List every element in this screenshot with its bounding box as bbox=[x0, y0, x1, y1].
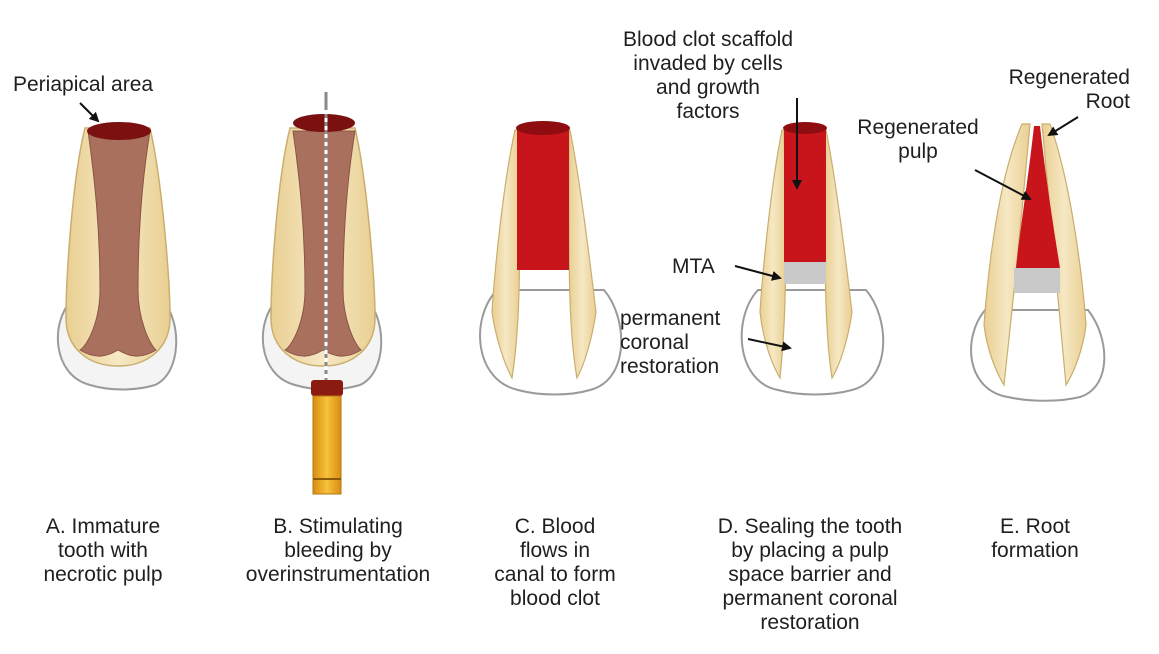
tooth-b bbox=[263, 92, 381, 494]
periapical-area bbox=[87, 122, 151, 140]
tooth-c bbox=[480, 121, 621, 395]
periapical-area bbox=[293, 114, 355, 132]
blood-clot-top bbox=[516, 121, 570, 135]
blood-clot-scaffold bbox=[784, 128, 826, 262]
caption-stage-a: A. Immature tooth with necrotic pulp bbox=[18, 515, 188, 587]
file-stopper bbox=[311, 380, 343, 396]
label-permanent-coronal-restoration: permanent coronal restoration bbox=[620, 307, 720, 379]
mta-barrier bbox=[784, 262, 826, 284]
label-mta: MTA bbox=[672, 255, 715, 279]
caption-stage-b: B. Stimulating bleeding by overinstrumen… bbox=[228, 515, 448, 587]
tooth-a bbox=[58, 122, 176, 390]
arrow-regenerated-root bbox=[1049, 117, 1078, 135]
label-regenerated-pulp: Regenerated pulp bbox=[853, 116, 983, 164]
arrow-periapical bbox=[80, 103, 98, 121]
caption-stage-c: C. Blood flows in canal to form blood cl… bbox=[470, 515, 640, 611]
label-periapical-area: Periapical area bbox=[13, 73, 153, 97]
caption-stage-d: D. Sealing the tooth by placing a pulp s… bbox=[680, 515, 940, 635]
caption-stage-e: E. Root formation bbox=[965, 515, 1105, 563]
tooth-e bbox=[971, 124, 1104, 401]
label-regenerated-root: Regenerated Root bbox=[1002, 66, 1130, 114]
mta-barrier bbox=[1014, 268, 1060, 293]
blood-clot bbox=[517, 128, 569, 270]
label-blood-clot-scaffold: Blood clot scaffold invaded by cells and… bbox=[592, 28, 824, 124]
